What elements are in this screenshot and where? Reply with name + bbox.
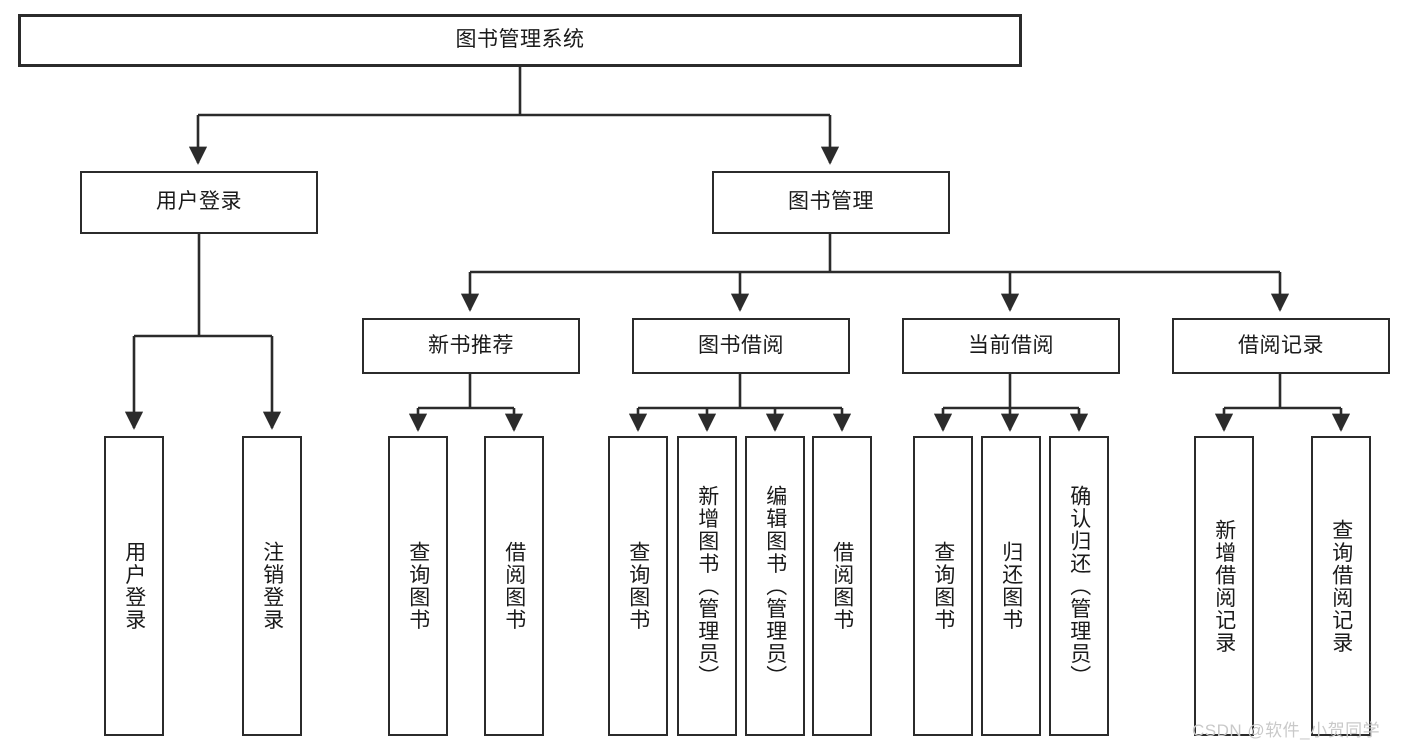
node-borrow-record[interactable]: 借阅记录	[1172, 318, 1390, 374]
node-label: 借阅记录	[1238, 333, 1324, 357]
leaf-book-borrow-query-book[interactable]: 查询图书	[608, 436, 668, 736]
node-book-management[interactable]: 图书管理	[712, 171, 950, 234]
node-label: 新增图书（管理员）	[695, 484, 719, 688]
node-user-login[interactable]: 用户登录	[80, 171, 318, 234]
leaf-current-borrow-confirm-return-admin[interactable]: 确认归还（管理员）	[1049, 436, 1109, 736]
leaf-current-borrow-return-book[interactable]: 归还图书	[981, 436, 1041, 736]
leaf-user-login-login[interactable]: 用户登录	[104, 436, 164, 736]
leaf-book-borrow-edit-book-admin[interactable]: 编辑图书（管理员）	[745, 436, 805, 736]
leaf-user-login-logout[interactable]: 注销登录	[242, 436, 302, 736]
leaf-current-borrow-query-book[interactable]: 查询图书	[913, 436, 973, 736]
node-label: 查询图书	[626, 541, 650, 631]
node-book-borrow[interactable]: 图书借阅	[632, 318, 850, 374]
node-label: 新书推荐	[428, 333, 514, 357]
node-label: 查询借阅记录	[1329, 518, 1353, 654]
node-label: 查询图书	[406, 541, 430, 631]
leaf-new-book-borrow-book[interactable]: 借阅图书	[484, 436, 544, 736]
node-label: 图书管理系统	[455, 28, 585, 52]
node-label: 编辑图书（管理员）	[763, 484, 787, 688]
leaf-book-borrow-add-book-admin[interactable]: 新增图书（管理员）	[677, 436, 737, 736]
node-label: 查询图书	[931, 541, 955, 631]
node-label: 确认归还（管理员）	[1067, 484, 1091, 688]
node-label: 新增借阅记录	[1212, 518, 1236, 654]
node-new-book-recommend[interactable]: 新书推荐	[362, 318, 580, 374]
node-label: 借阅图书	[830, 541, 854, 631]
node-root-book-management-system[interactable]: 图书管理系统	[18, 14, 1022, 67]
leaf-new-book-query-book[interactable]: 查询图书	[388, 436, 448, 736]
node-label: 用户登录	[156, 190, 242, 214]
node-label: 图书借阅	[698, 333, 784, 357]
node-current-borrow[interactable]: 当前借阅	[902, 318, 1120, 374]
node-label: 用户登录	[122, 541, 146, 631]
leaf-borrow-record-add-record[interactable]: 新增借阅记录	[1194, 436, 1254, 736]
leaf-book-borrow-borrow-book[interactable]: 借阅图书	[812, 436, 872, 736]
node-label: 图书管理	[788, 190, 874, 214]
node-label: 注销登录	[260, 541, 284, 631]
node-label: 归还图书	[999, 541, 1023, 631]
node-label: 当前借阅	[968, 333, 1054, 357]
node-label: 借阅图书	[502, 541, 526, 631]
csdn-watermark: CSDN @软件_小贺同学	[1192, 721, 1381, 740]
leaf-borrow-record-query-record[interactable]: 查询借阅记录	[1311, 436, 1371, 736]
